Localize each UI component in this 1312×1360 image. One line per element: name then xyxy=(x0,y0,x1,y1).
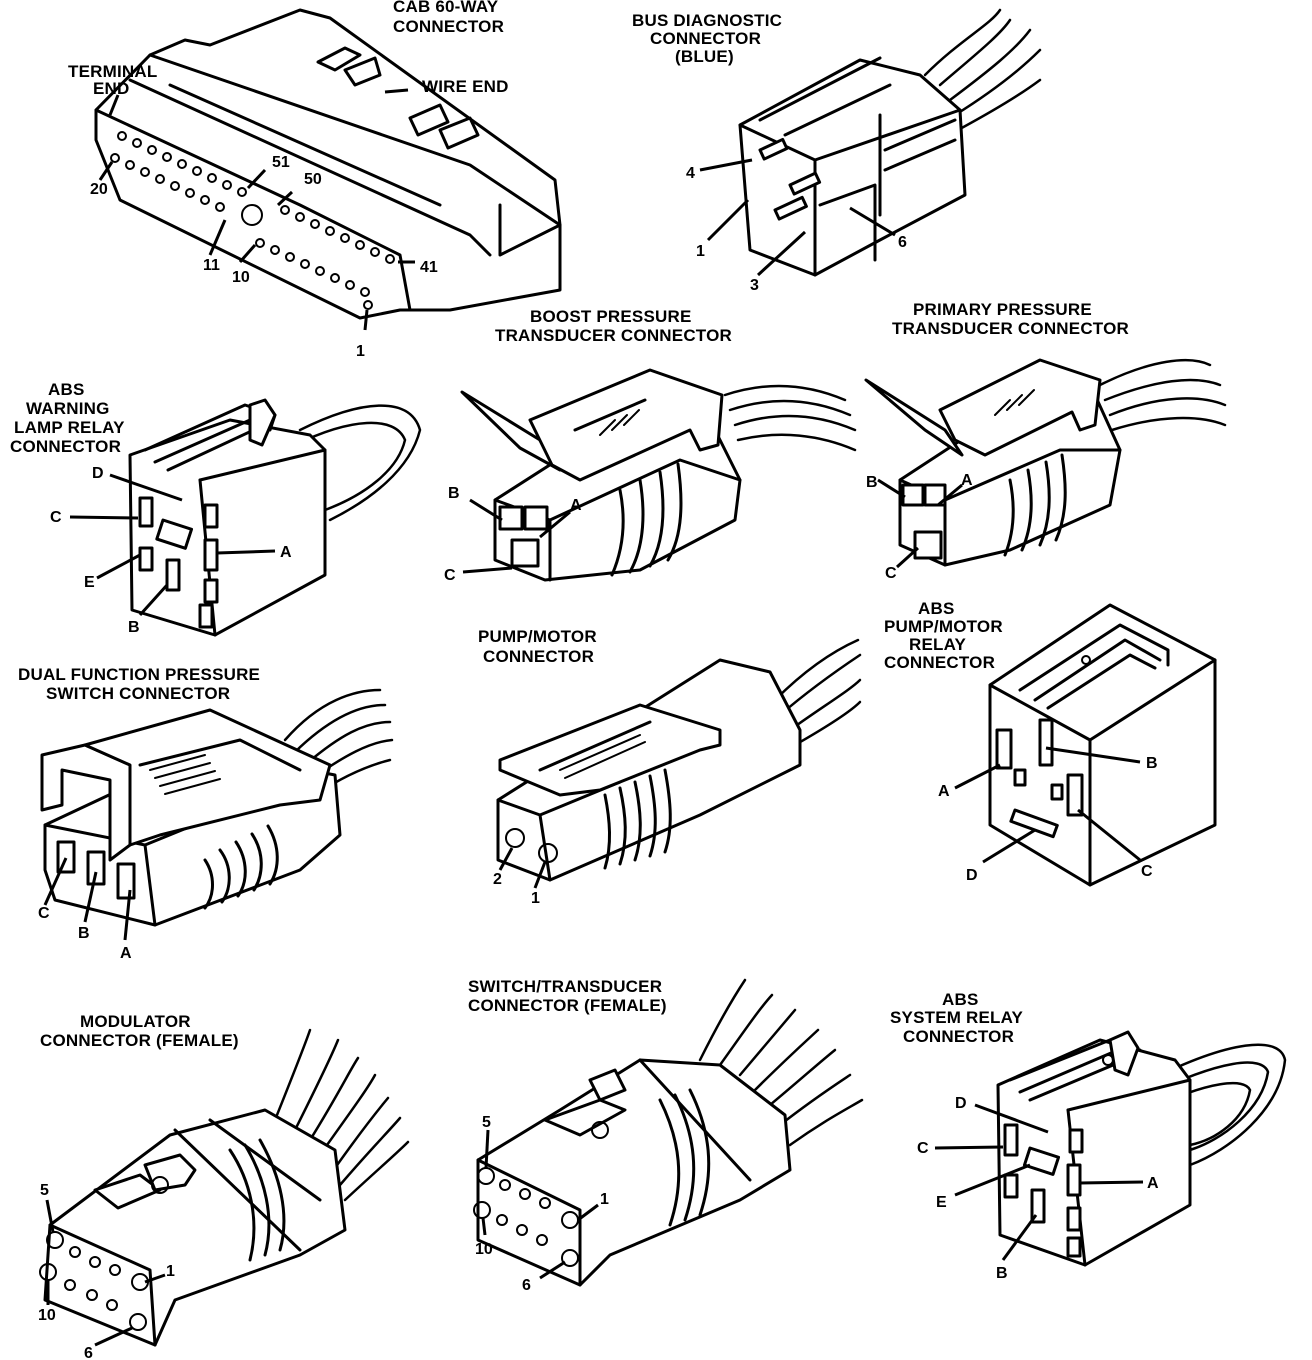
cab60-pin-10: 10 xyxy=(232,269,250,286)
switch-pin-1: 1 xyxy=(600,1191,609,1208)
bus-pin-4: 4 xyxy=(686,165,695,182)
abs-pump-pin-B: B xyxy=(1146,755,1158,772)
cab60-pin-41: 41 xyxy=(420,259,438,276)
cab60-terminal-end-line2: END xyxy=(93,79,130,98)
dual-title-line1: DUAL FUNCTION PRESSURE xyxy=(18,665,260,684)
bus-pin-6: 6 xyxy=(898,234,907,251)
abs-warning-pin-B: B xyxy=(128,619,140,636)
abs-system-title-line1: ABS xyxy=(942,990,979,1009)
dual-pin-B: B xyxy=(78,925,90,942)
abs-warning-title-line2: WARNING xyxy=(26,399,110,418)
boost-title-line1: BOOST PRESSURE xyxy=(530,307,692,326)
modulator-title-line1: MODULATOR xyxy=(80,1012,191,1031)
modulator-pin-6: 6 xyxy=(84,1345,93,1360)
bus-pin-3: 3 xyxy=(750,277,759,294)
primary-pin-A: A xyxy=(961,472,973,489)
cab60-title-line1: CAB 60-WAY xyxy=(393,0,499,16)
cab60-pin-50: 50 xyxy=(304,171,322,188)
bus-title-line1: BUS DIAGNOSTIC xyxy=(632,11,782,30)
abs-pump-title-line3: RELAY xyxy=(909,635,967,654)
abs-system-pin-C: C xyxy=(917,1140,929,1157)
abs-warning-pin-D: D xyxy=(92,465,104,482)
primary-pin-B: B xyxy=(866,474,878,491)
switch-pin-6: 6 xyxy=(522,1277,531,1294)
switch-transducer-connector: SWITCH/TRANSDUCER CONNECTOR (FEMALE) 5 1… xyxy=(468,977,864,1294)
pump-title-line2: CONNECTOR xyxy=(483,647,594,666)
primary-title-line2: TRANSDUCER CONNECTOR xyxy=(892,319,1129,338)
primary-pin-C: C xyxy=(885,565,897,582)
dual-pin-C: C xyxy=(38,905,50,922)
modulator-connector: MODULATOR CONNECTOR (FEMALE) 5 1 10 6 xyxy=(38,1012,410,1360)
abs-pump-pin-C: C xyxy=(1141,863,1153,880)
primary-title-line1: PRIMARY PRESSURE xyxy=(913,300,1092,319)
cab60-terminal-end-line1: TERMINAL xyxy=(68,62,157,81)
boost-pin-B: B xyxy=(448,485,460,502)
abs-system-title-line3: CONNECTOR xyxy=(903,1027,1014,1046)
cab60-title-line2: CONNECTOR xyxy=(393,17,504,36)
switch-title-line2: CONNECTOR (FEMALE) xyxy=(468,996,667,1015)
abs-warning-pin-E: E xyxy=(84,574,95,591)
abs-pump-title-line1: ABS xyxy=(918,599,955,618)
abs-warning-title-line3: LAMP RELAY xyxy=(14,418,125,437)
abs-warning-pin-C: C xyxy=(50,509,62,526)
abs-system-pin-E: E xyxy=(936,1194,947,1211)
dual-title-line2: SWITCH CONNECTOR xyxy=(46,684,230,703)
switch-pin-5: 5 xyxy=(482,1114,491,1131)
pump-pin-2: 2 xyxy=(493,871,502,888)
modulator-pin-5: 5 xyxy=(40,1182,49,1199)
pump-pin-1: 1 xyxy=(531,890,540,907)
abs-pump-motor-relay-connector: ABS PUMP/MOTOR RELAY CONNECTOR B A D C xyxy=(884,599,1217,887)
bus-diagnostic-connector: BUS DIAGNOSTIC CONNECTOR (BLUE) 4 1 3 6 xyxy=(632,8,1042,294)
boost-pin-A: A xyxy=(570,497,582,514)
primary-pressure-connector: PRIMARY PRESSURE TRANSDUCER CONNECTOR B … xyxy=(864,300,1227,582)
modulator-title-line2: CONNECTOR (FEMALE) xyxy=(40,1031,239,1050)
switch-pin-10: 10 xyxy=(475,1241,493,1258)
boost-pressure-connector: BOOST PRESSURE TRANSDUCER CONNECTOR B A … xyxy=(444,307,857,584)
abs-pump-title-line4: CONNECTOR xyxy=(884,653,995,672)
cab60-pin-51: 51 xyxy=(272,154,290,171)
abs-system-pin-B: B xyxy=(996,1265,1008,1282)
switch-title-line1: SWITCH/TRANSDUCER xyxy=(468,977,662,996)
bus-pin-1: 1 xyxy=(696,243,705,260)
abs-system-pin-A: A xyxy=(1147,1175,1159,1192)
abs-pump-title-line2: PUMP/MOTOR xyxy=(884,617,1003,636)
boost-title-line2: TRANSDUCER CONNECTOR xyxy=(495,326,732,345)
abs-pump-pin-A: A xyxy=(938,783,950,800)
abs-warning-pin-A: A xyxy=(280,544,292,561)
pump-title-line1: PUMP/MOTOR xyxy=(478,627,597,646)
cab-60-way-connector: CAB 60-WAY CONNECTOR TERMINAL END WIRE E… xyxy=(68,0,562,360)
cab60-pin-20: 20 xyxy=(90,181,108,198)
pump-motor-connector: PUMP/MOTOR CONNECTOR 2 1 xyxy=(478,627,862,907)
abs-warning-title-line4: CONNECTOR xyxy=(10,437,121,456)
cab-pin-dots xyxy=(110,131,395,310)
abs-pump-pin-D: D xyxy=(966,867,978,884)
cab60-pin-11: 11 xyxy=(203,257,220,274)
abs-warning-lamp-relay-connector: ABS WARNING LAMP RELAY CONNECTOR D C A E… xyxy=(10,380,422,637)
abs-system-pin-D: D xyxy=(955,1095,967,1112)
dual-pin-A: A xyxy=(120,945,132,962)
abs-system-relay-connector: ABS SYSTEM RELAY CONNECTOR D C E A B xyxy=(890,990,1287,1282)
abs-system-title-line2: SYSTEM RELAY xyxy=(890,1008,1024,1027)
modulator-pin-1: 1 xyxy=(166,1263,175,1280)
bus-title-line2: CONNECTOR xyxy=(650,29,761,48)
bus-title-line3: (BLUE) xyxy=(675,47,734,66)
dual-function-pressure-switch-connector: DUAL FUNCTION PRESSURE SWITCH CONNECTOR … xyxy=(18,665,394,962)
cab60-pin-1: 1 xyxy=(356,343,365,360)
modulator-pin-10: 10 xyxy=(38,1307,56,1324)
abs-warning-title-line1: ABS xyxy=(48,380,85,399)
cab60-wire-end-label: WIRE END xyxy=(422,77,509,96)
boost-pin-C: C xyxy=(444,567,456,584)
